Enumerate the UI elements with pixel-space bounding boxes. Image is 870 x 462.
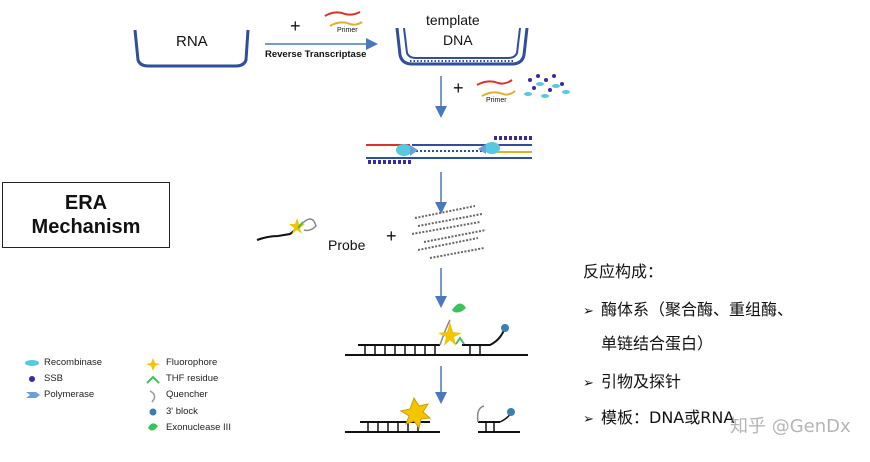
dsdna-fragments — [411, 205, 487, 259]
plus-sign-2: + — [453, 78, 464, 98]
fluorophore-icon — [146, 358, 160, 371]
rna-strand — [133, 29, 250, 68]
primer-protein-mix-icon — [476, 74, 570, 98]
thf-residue-icon — [146, 375, 160, 384]
recombinase-icon — [25, 360, 39, 366]
legend-ssb: SSB — [44, 373, 64, 384]
panel-item-2: 单链结合蛋白） — [583, 330, 713, 354]
strand-invasion-complex — [366, 136, 532, 164]
legend-thf-residue: THF residue — [166, 373, 219, 384]
legend-icons — [25, 358, 160, 431]
legend-quencher: Quencher — [166, 389, 208, 400]
panel-item-text: 模板：DNA或RNA — [601, 408, 735, 427]
plus-sign-3: + — [386, 226, 397, 246]
template-dna-strand — [395, 27, 529, 66]
panel-item-3: ➢ 引物及探针 — [583, 368, 681, 392]
ssb-icon — [29, 376, 35, 382]
bullet-arrow-icon: ➢ — [583, 412, 594, 427]
rna-label: RNA — [176, 33, 208, 50]
primer-label: Primer — [337, 27, 358, 34]
block-icon — [149, 408, 157, 416]
era-subtitle: Mechanism — [31, 216, 141, 238]
panel-title: 反应构成： — [583, 262, 664, 281]
probe-molecule — [256, 218, 317, 241]
reverse-transcriptase-label: Reverse Transcriptase — [265, 49, 367, 60]
probe-hybridization — [345, 303, 528, 356]
legend-fluorophore: Fluorophore — [166, 357, 218, 368]
legend-recombinase: Recombinase — [44, 357, 103, 368]
exonuclease-icon — [148, 423, 158, 431]
panel-item-1: ➢ 酶体系（聚合酶、重组酶、 — [583, 296, 793, 320]
bullet-arrow-icon: ➢ — [583, 376, 594, 391]
panel-item-4: ➢ 模板：DNA或RNA — [583, 404, 734, 428]
cleaved-products — [345, 396, 520, 433]
legend-3-block: 3' block — [166, 406, 198, 417]
quencher-icon — [149, 390, 156, 403]
template-label-1: template — [426, 12, 480, 28]
panel-item-text: 引物及探针 — [601, 372, 682, 391]
plus-sign: + — [290, 16, 301, 36]
probe-label: Probe — [328, 237, 366, 253]
watermark: 知乎 @GenDx — [730, 416, 851, 437]
polymerase-icon — [26, 392, 40, 398]
era-title: ERA — [64, 192, 108, 214]
panel-item-text: 酶体系（聚合酶、重组酶、 — [601, 300, 794, 319]
panel-item-text: 单链结合蛋白） — [601, 334, 714, 353]
primer-label-2: Primer — [486, 97, 507, 104]
era-mechanism-box: ERA Mechanism — [2, 182, 170, 248]
legend-polymerase: Polymerase — [44, 389, 95, 400]
legend-exonuclease: Exonuclease III — [166, 422, 231, 433]
primer-icon — [324, 11, 363, 27]
bullet-arrow-icon: ➢ — [583, 304, 594, 319]
template-label-2: DNA — [443, 32, 473, 48]
